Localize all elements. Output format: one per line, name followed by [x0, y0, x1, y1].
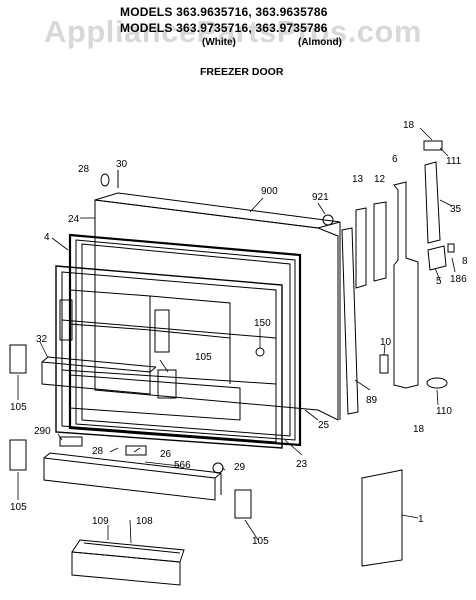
door-gasket	[68, 233, 302, 447]
callout-105-lower-left: 105	[10, 502, 27, 513]
callout-89: 89	[366, 395, 378, 406]
shelf-end-cap-middle	[157, 369, 177, 399]
shelf-end-cap-left-lower	[9, 439, 27, 471]
end-cap-111	[423, 140, 443, 151]
part-290	[59, 436, 83, 447]
shelf-end-cap-bottom	[234, 489, 252, 519]
variant-white: (White)	[202, 37, 236, 48]
outer-door-panel	[94, 192, 341, 421]
callout-24: 24	[68, 214, 80, 225]
callout-290: 290	[34, 426, 51, 437]
callout-18-top: 18	[403, 120, 415, 131]
callout-5: 5	[436, 276, 442, 287]
callout-13: 13	[352, 174, 364, 185]
variant-almond: (Almond)	[298, 37, 342, 48]
callout-105-upper-left: 105	[10, 402, 27, 413]
callout-1: 1	[418, 514, 424, 525]
door-liner	[55, 265, 283, 449]
callout-900: 900	[261, 186, 278, 197]
callout-30: 30	[116, 159, 128, 170]
callout-186: 186	[450, 274, 467, 285]
callout-105-bottom: 105	[252, 536, 269, 547]
callout-35: 35	[450, 204, 462, 215]
plug-29	[212, 462, 224, 474]
callout-28-bottom: 28	[92, 446, 104, 457]
callout-23: 23	[296, 459, 308, 470]
callout-32: 32	[36, 334, 48, 345]
screw-8	[447, 243, 455, 253]
watermark: AppliancePartsPros.com	[44, 14, 422, 49]
callout-12: 12	[374, 174, 386, 185]
callout-108: 108	[136, 516, 153, 527]
callout-10: 10	[380, 337, 392, 348]
callout-6: 6	[392, 154, 398, 165]
callout-150: 150	[254, 318, 271, 329]
models-line-2: MODELS 363.9735716, 363.9735786	[120, 21, 328, 35]
callout-110: 110	[436, 406, 452, 417]
door-shelf-lower	[43, 452, 222, 501]
shelf-end-cap-left-upper	[9, 344, 27, 374]
storage-bin	[71, 539, 185, 586]
callout-4: 4	[44, 232, 50, 243]
diagram-title: FREEZER DOOR	[200, 66, 284, 78]
callout-29: 29	[234, 462, 246, 473]
callout-105-middle: 105	[195, 352, 212, 363]
callout-109: 109	[92, 516, 109, 527]
cap-921	[322, 214, 334, 226]
door-shelf-upper	[41, 356, 157, 395]
callout-18-bottom: 18	[413, 424, 425, 435]
callout-25: 25	[318, 420, 330, 431]
diagram-header: AppliancePartsPros.com MODELS 363.963571…	[0, 0, 476, 80]
cap-110	[426, 377, 448, 389]
bracket-5	[427, 245, 447, 271]
instruction-card-1	[361, 469, 403, 567]
spacer-28	[100, 173, 110, 187]
callout-28-top: 28	[78, 164, 90, 175]
callout-8: 8	[462, 256, 468, 267]
models-line-1: MODELS 363.9635716, 363.9635786	[120, 5, 328, 19]
gasket-strip-89	[341, 227, 359, 415]
callout-566: 566	[174, 460, 191, 471]
screw-150	[255, 347, 265, 357]
trim-12	[373, 201, 387, 282]
trim-35	[424, 161, 441, 244]
handle-6	[393, 181, 419, 389]
callout-921: 921	[312, 192, 329, 203]
callout-26: 26	[160, 449, 172, 460]
hinge-26	[125, 445, 147, 456]
callout-111: 111	[446, 156, 462, 167]
bracket-10	[379, 354, 389, 374]
trim-13	[355, 207, 367, 289]
